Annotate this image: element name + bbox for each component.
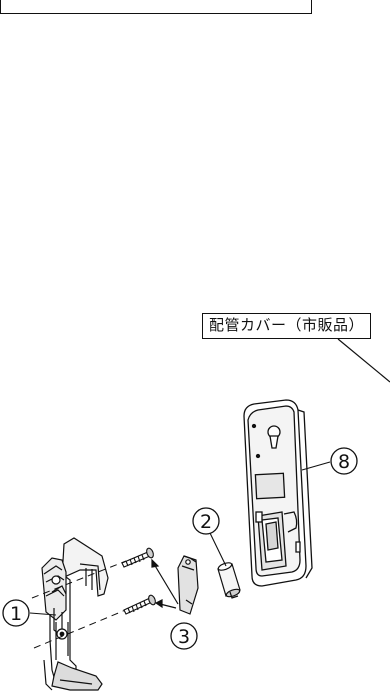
screw-upper	[121, 547, 154, 568]
svg-text:1: 1	[10, 603, 22, 625]
screw-lower	[123, 594, 156, 615]
svg-text:8: 8	[338, 451, 350, 473]
part-number-3: 3	[170, 622, 198, 650]
top-frame	[0, 0, 312, 14]
part-number-8: 8	[330, 447, 358, 475]
pipe-cover-label: 配管カバー（市販品）	[202, 313, 372, 339]
part-number-1: 1	[2, 599, 30, 627]
svg-text:3: 3	[178, 626, 190, 648]
number-leaders	[29, 461, 331, 616]
wall-bracket	[41, 537, 109, 691]
clip-part	[177, 555, 199, 615]
callout-leader-line	[337, 338, 390, 383]
battery	[217, 562, 241, 599]
part-number-2: 2	[192, 507, 220, 535]
alignment-dashed-lines	[31, 560, 129, 649]
svg-text:2: 2	[200, 511, 212, 533]
screw-arrows	[151, 558, 179, 609]
remote-unit	[243, 399, 313, 587]
